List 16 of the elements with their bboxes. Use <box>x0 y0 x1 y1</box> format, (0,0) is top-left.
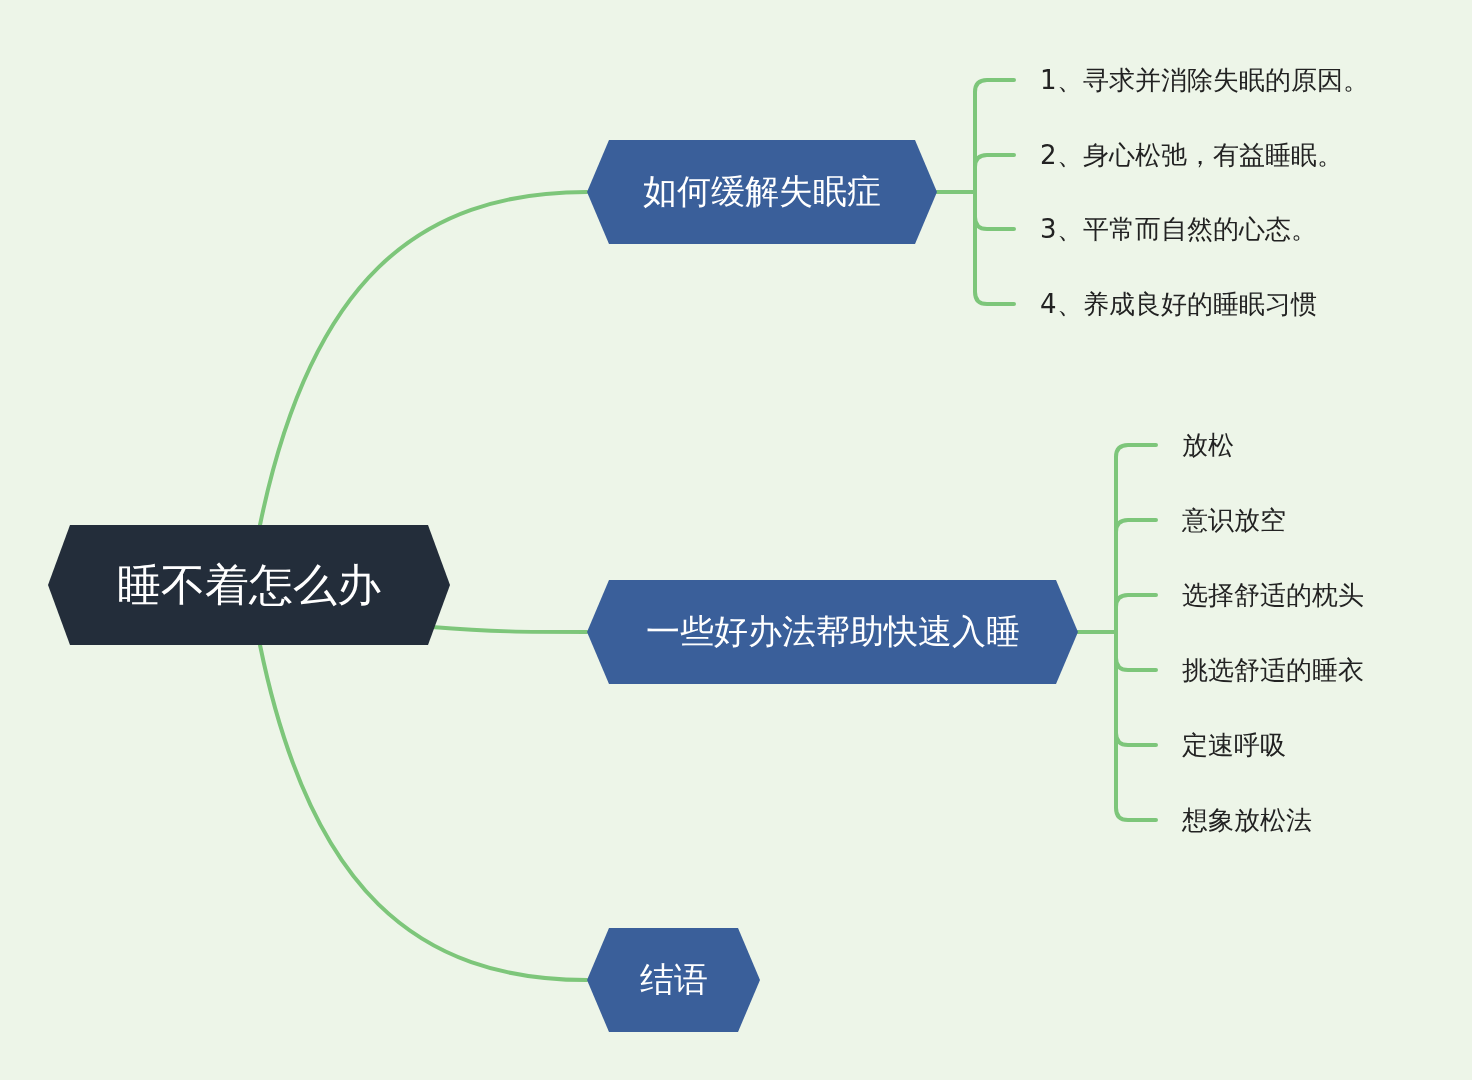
list-item: 意识放空 <box>1182 503 1286 537</box>
list-item: 4、养成良好的睡眠习惯 <box>1040 287 1317 321</box>
list-item: 定速呼吸 <box>1182 728 1286 762</box>
list-item: 想象放松法 <box>1182 803 1312 837</box>
branch-curve <box>258 190 589 527</box>
list-item: 2、身心松弛，有益睡眠。 <box>1040 138 1343 172</box>
list-item: 放松 <box>1182 428 1234 462</box>
branch-curve <box>258 643 589 982</box>
topic-hexagon: 一些好办法帮助快速入睡 <box>587 580 1078 684</box>
topic-hexagon: 结语 <box>587 928 760 1032</box>
topic-hexagon: 如何缓解失眠症 <box>587 140 937 244</box>
list-item: 选择舒适的枕头 <box>1182 578 1364 612</box>
list-item: 3、平常而自然的心态。 <box>1040 212 1317 246</box>
list-item: 1、寻求并消除失眠的原因。 <box>1040 63 1369 97</box>
central-topic-hexagon: 睡不着怎么办 <box>48 525 450 645</box>
list-item: 挑选舒适的睡衣 <box>1182 653 1364 687</box>
